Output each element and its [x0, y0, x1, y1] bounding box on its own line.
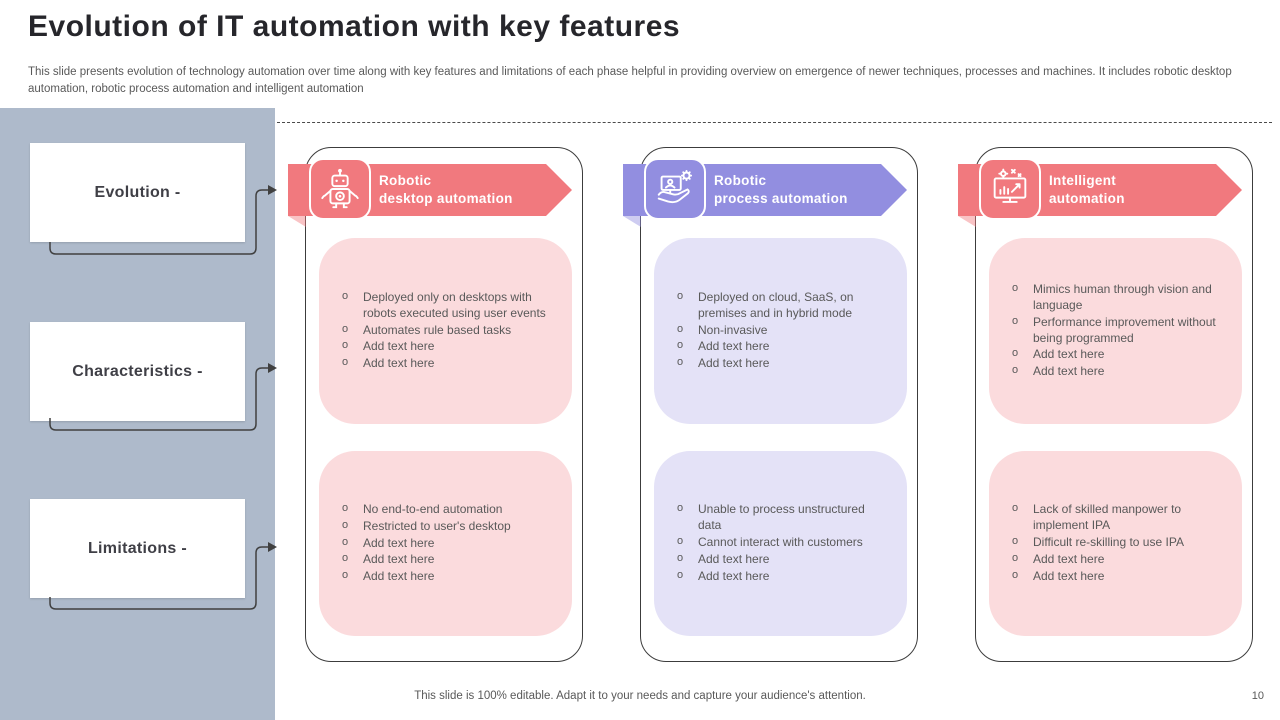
limitations-box: Lack of skilled manpower to implement IP…: [989, 451, 1242, 636]
bullet-item: Add text here: [1009, 363, 1224, 380]
banner-fold: [623, 216, 641, 227]
bullet-item: Add text here: [1009, 568, 1224, 585]
bullet-item: No end-to-end automation: [339, 501, 554, 518]
sidebar-item-characteristics[interactable]: Characteristics -: [30, 322, 245, 421]
robot-icon: [309, 158, 371, 220]
bullet-item: Add text here: [339, 338, 554, 355]
bullet-item: Add text here: [674, 568, 889, 585]
hand-monitor-icon: [644, 158, 706, 220]
characteristics-list: Deployed on cloud, SaaS, on premises and…: [654, 289, 907, 374]
bullet-item: Unable to process unstructured data: [674, 501, 889, 534]
bullet-item: Performance improvement without being pr…: [1009, 314, 1224, 347]
sidebar-item-label: Evolution -: [94, 183, 181, 201]
bullet-item: Lack of skilled manpower to implement IP…: [1009, 501, 1224, 534]
intelligent-monitor-icon: [979, 158, 1041, 220]
timeline-dashed-line: [277, 122, 1272, 123]
phase-card-robotic-desktop-automation: Robotic desktop automation Deployed only…: [288, 147, 583, 662]
bullet-item: Deployed on cloud, SaaS, on premises and…: [674, 289, 889, 322]
characteristics-list: Mimics human through vision and language…: [989, 281, 1242, 382]
phase-banner: Intelligent automation: [958, 158, 1242, 227]
phase-title-line1: Intelligent: [1049, 173, 1117, 189]
sidebar-panel: Evolution - Characteristics - Limitation…: [0, 108, 275, 720]
limitations-list: Lack of skilled manpower to implement IP…: [989, 501, 1242, 586]
limitations-list: No end-to-end automationRestricted to us…: [319, 501, 572, 587]
phase-title: Intelligent automation: [1049, 164, 1125, 216]
characteristics-list: Deployed only on desktops with robots ex…: [319, 289, 572, 374]
bullet-item: Add text here: [674, 338, 889, 355]
banner-fold: [958, 216, 976, 227]
sidebar-item-limitations[interactable]: Limitations -: [30, 499, 245, 598]
bullet-item: Add text here: [339, 355, 554, 372]
phase-title-line2: process automation: [714, 191, 848, 206]
bullet-item: Difficult re-skilling to use IPA: [1009, 534, 1224, 551]
sidebar-item-label: Characteristics -: [72, 362, 203, 380]
sidebar-item-label: Limitations -: [87, 539, 187, 557]
bullet-item: Add text here: [339, 551, 554, 568]
phase-title-line2: desktop automation: [379, 191, 513, 206]
characteristics-box: Deployed on cloud, SaaS, on premises and…: [654, 238, 907, 424]
bullet-item: Add text here: [674, 551, 889, 568]
slide-subtitle: This slide presents evolution of technol…: [28, 66, 1232, 95]
phase-banner: Robotic process automation: [623, 158, 907, 227]
banner-fold: [288, 216, 306, 227]
bullet-item: Automates rule based tasks: [339, 322, 554, 339]
bullet-item: Mimics human through vision and language: [1009, 281, 1224, 314]
bullet-item: Add text here: [1009, 346, 1224, 363]
phase-title-line2: automation: [1049, 191, 1125, 206]
bullet-item: Non-invasive: [674, 322, 889, 339]
bullet-item: Deployed only on desktops with robots ex…: [339, 289, 554, 322]
limitations-box: Unable to process unstructured dataCanno…: [654, 451, 907, 636]
limitations-box: No end-to-end automationRestricted to us…: [319, 451, 572, 636]
bullet-item: Add text here: [674, 355, 889, 372]
page-title: Evolution of IT automation with key feat…: [28, 10, 681, 43]
bullet-item: Cannot interact with customers: [674, 534, 889, 551]
phase-card-intelligent-automation: Intelligent automation Mimics human thro…: [958, 147, 1253, 662]
phase-card-robotic-process-automation: Robotic process automation Deployed on c…: [623, 147, 918, 662]
page-number: 10: [1251, 690, 1264, 702]
phase-banner: Robotic desktop automation: [288, 158, 572, 227]
phase-title: Robotic desktop automation: [379, 164, 513, 216]
sidebar-item-evolution[interactable]: Evolution -: [30, 143, 245, 242]
bullet-item: Add text here: [339, 568, 554, 585]
phase-title-line1: Robotic: [379, 173, 432, 189]
bullet-item: Restricted to user's desktop: [339, 518, 554, 535]
characteristics-box: Deployed only on desktops with robots ex…: [319, 238, 572, 424]
bullet-item: Add text here: [1009, 551, 1224, 568]
bullet-item: Add text here: [339, 535, 554, 552]
characteristics-box: Mimics human through vision and language…: [989, 238, 1242, 424]
phase-title: Robotic process automation: [714, 164, 848, 216]
limitations-list: Unable to process unstructured dataCanno…: [654, 501, 907, 586]
footer-note: This slide is 100% editable. Adapt it to…: [414, 690, 866, 702]
phase-title-line1: Robotic: [714, 173, 767, 189]
